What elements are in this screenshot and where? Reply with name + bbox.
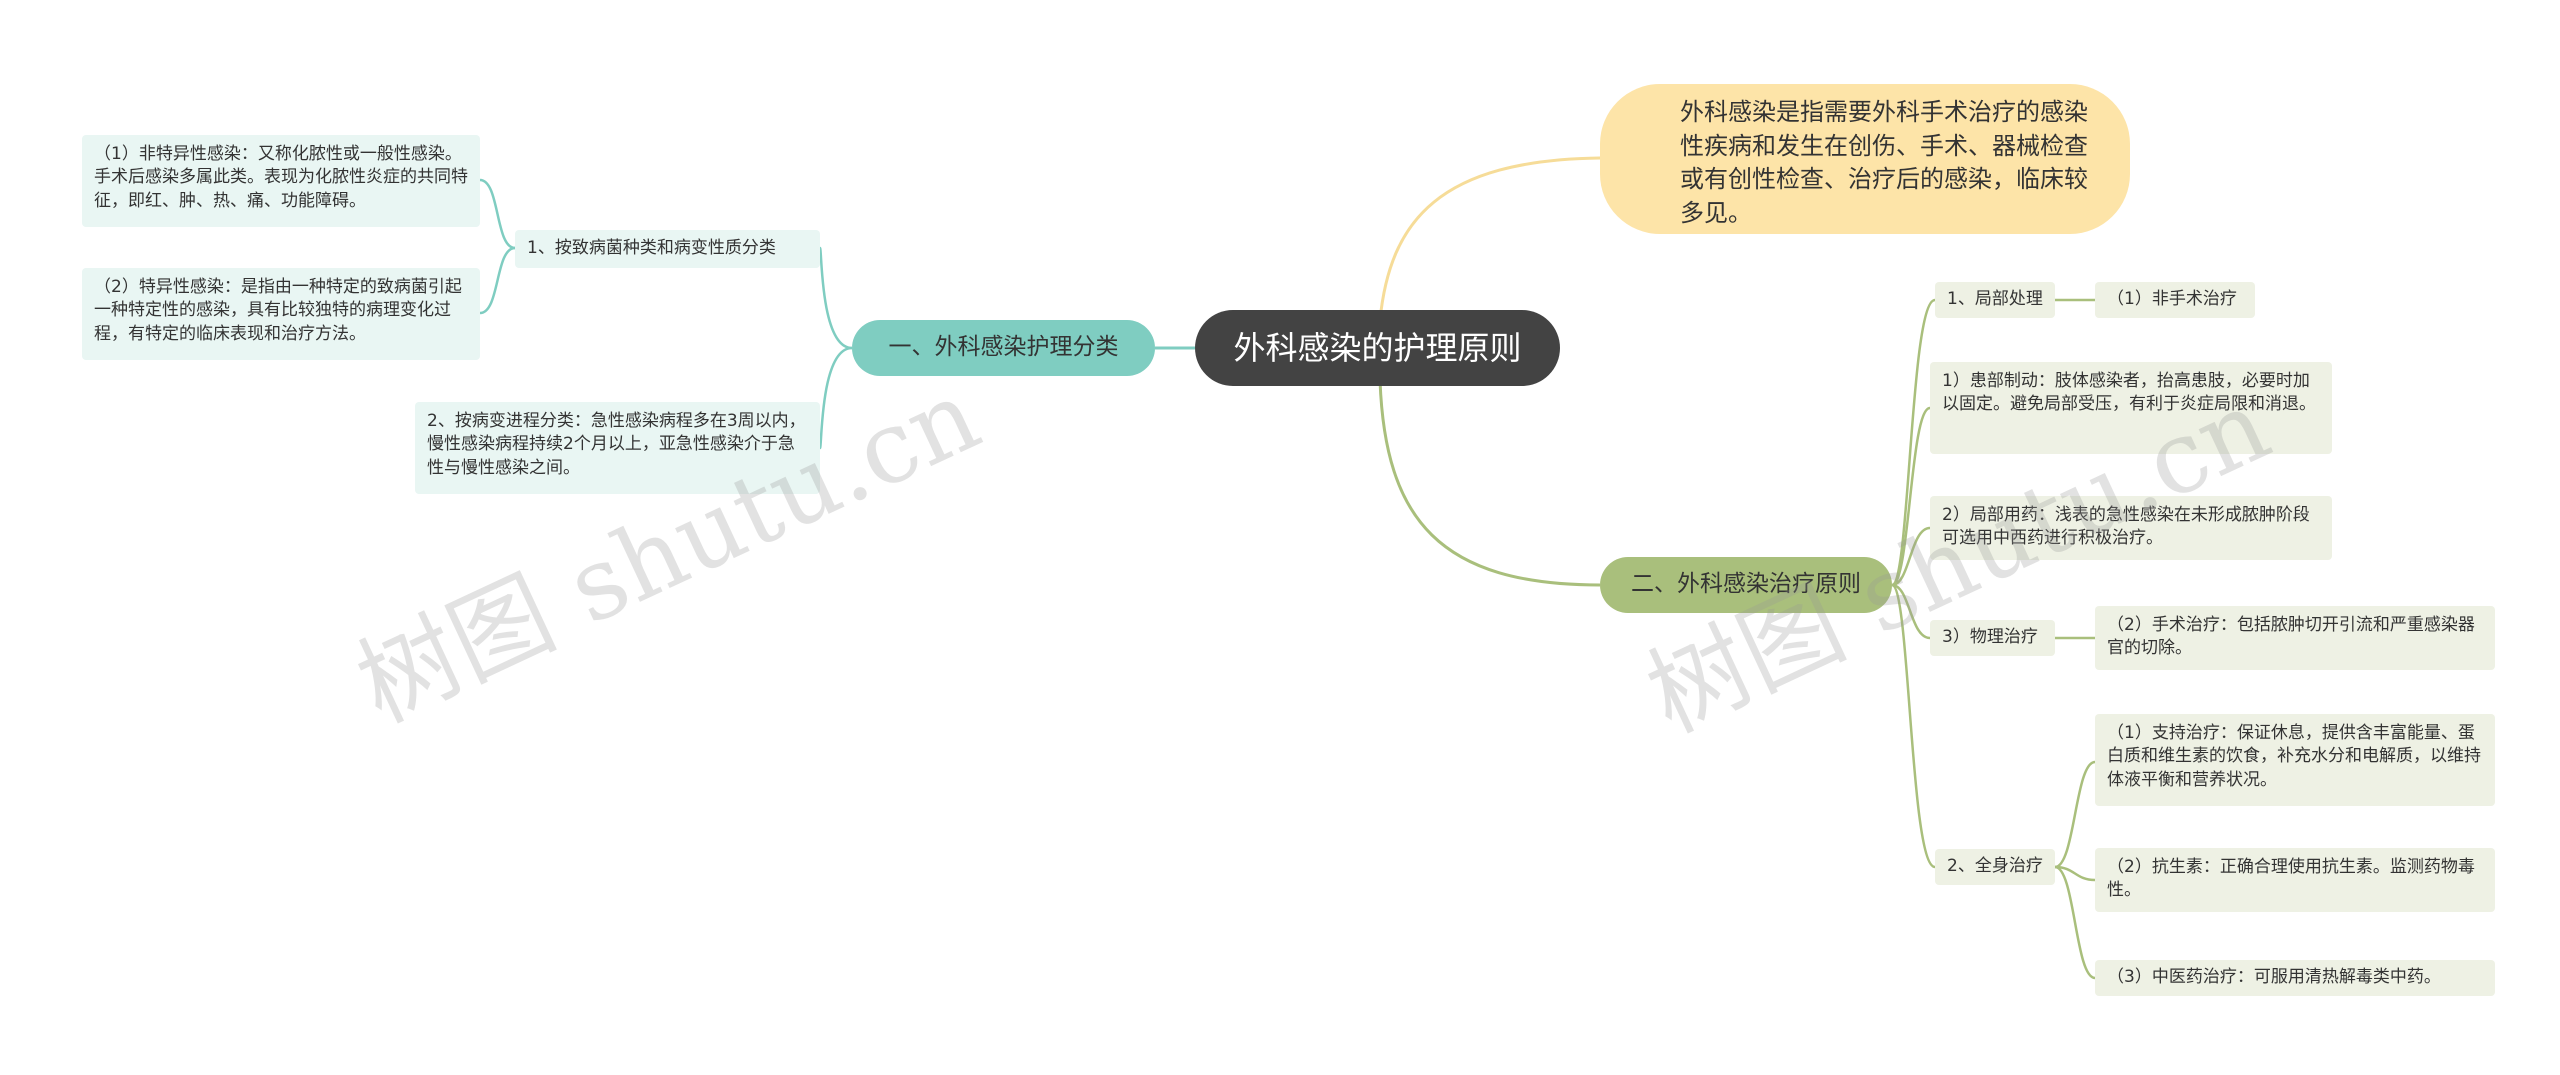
right-systemic-treatment-label: 2、全身治疗 [1947,856,2043,877]
connector-systemic-leaf3 [2054,865,2096,980]
root-label: 外科感染的护理原则 [1233,328,1522,367]
definition-node[interactable]: 外科感染是指需要外科手术治疗的感染性疾病和发生在创伤、手术、器械检查或有创性检查… [1600,84,2130,234]
right-surgical-treatment[interactable]: （2）手术治疗：包括脓肿切开引流和严重感染器官的切除。 [2095,606,2495,670]
connector-root-right-branch [1378,379,1601,587]
connector-right-branch-item3 [1891,526,1931,587]
right-nonsurgical[interactable]: （1）非手术治疗 [2095,282,2255,318]
root-node[interactable]: 外科感染的护理原则 [1195,310,1560,386]
right-tcm-therapy[interactable]: （3）中医药治疗：可服用清热解毒类中药。 [2095,960,2495,996]
left-leaf-specific[interactable]: （2）特异性感染：是指由一种特定的致病菌引起一种特定性的感染，具有比较独特的病理… [82,268,480,360]
left-leaf-nonspecific[interactable]: （1）非特异性感染：又称化脓性或一般性感染。手术后感染多属此类。表现为化脓性炎症… [82,135,480,227]
left-branch-label: 一、外科感染护理分类 [888,334,1119,361]
right-nonsurgical-text: （1）非手术治疗 [2107,289,2237,310]
left-subbranch-2-label: 2、按病变进程分类：急性感染病程多在3周以内，慢性感染病程持续2个月以上，亚急性… [427,411,806,478]
left-branch-node[interactable]: 一、外科感染护理分类 [852,320,1155,376]
connector-right-branch-item5 [1890,583,1936,869]
left-subbranch-1-label: 1、按致病菌种类和病变性质分类 [527,238,776,259]
right-immobilization[interactable]: 1）患部制动：肢体感染者，抬高患肢，必要时加以固定。避免局部受压，有利于炎症局限… [1930,362,2332,454]
right-branch-node[interactable]: 二、外科感染治疗原则 [1600,557,1892,613]
connector-systemic-leaf2 [2054,865,2096,882]
right-physical-therapy-label: 3）物理治疗 [1942,627,2038,648]
right-branch-label: 二、外科感染治疗原则 [1631,571,1861,598]
connector-left-branch-child2 [818,346,853,450]
right-surgical-treatment-text: （2）手术治疗：包括脓肿切开引流和严重感染器官的切除。 [2107,615,2475,659]
left-subbranch-1[interactable]: 1、按致病菌种类和病变性质分类 [515,230,820,268]
right-tcm-therapy-text: （3）中医药治疗：可服用清热解毒类中药。 [2107,967,2441,988]
connector-right-branch-item4 [1891,583,1931,640]
left-leaf-specific-text: （2）特异性感染：是指由一种特定的致病菌引起一种特定性的感染，具有比较独特的病理… [94,277,462,344]
connector-right-branch-spine [1890,298,1936,587]
connector-root-definition [1378,156,1601,321]
left-leaf-nonspecific-text: （1）非特异性感染：又称化脓性或一般性感染。手术后感染多属此类。表现为化脓性炎症… [94,144,468,211]
connector-left-branch-child1 [818,246,853,350]
right-local-medication[interactable]: 2）局部用药：浅表的急性感染在未形成脓肿阶段可选用中西药进行积极治疗。 [1930,496,2332,560]
right-immobilization-text: 1）患部制动：肢体感染者，抬高患肢，必要时加以固定。避免局部受压，有利于炎症局限… [1942,371,2316,415]
right-supportive-therapy[interactable]: （1）支持治疗：保证休息，提供含丰富能量、蛋白质和维生素的饮食，补充水分和电解质… [2095,714,2495,806]
connector-systemic-leaf1 [2054,760,2096,869]
right-local-medication-text: 2）局部用药：浅表的急性感染在未形成脓肿阶段可选用中西药进行积极治疗。 [1942,505,2310,549]
connector-child1-leaf2 [479,246,516,315]
right-local-treatment-label: 1、局部处理 [1947,289,2043,310]
right-systemic-treatment[interactable]: 2、全身治疗 [1935,849,2055,885]
right-antibiotics-text: （2）抗生素：正确合理使用抗生素。监测药物毒性。 [2107,857,2475,901]
left-subbranch-2[interactable]: 2、按病变进程分类：急性感染病程多在3周以内，慢性感染病程持续2个月以上，亚急性… [415,402,820,494]
definition-text: 外科感染是指需要外科手术治疗的感染性疾病和发生在创伤、手术、器械检查或有创性检查… [1680,98,2088,227]
connector-child1-leaf1 [479,178,516,250]
right-antibiotics[interactable]: （2）抗生素：正确合理使用抗生素。监测药物毒性。 [2095,848,2495,912]
right-supportive-therapy-text: （1）支持治疗：保证休息，提供含丰富能量、蛋白质和维生素的饮食，补充水分和电解质… [2107,723,2481,790]
right-local-treatment[interactable]: 1、局部处理 [1935,282,2055,318]
connector-right-branch-item2 [1891,406,1931,587]
right-physical-therapy[interactable]: 3）物理治疗 [1930,620,2055,656]
